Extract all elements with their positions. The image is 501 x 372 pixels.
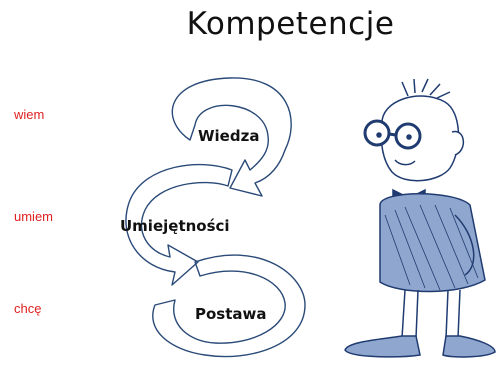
right-foot	[442, 335, 496, 358]
page-title: Kompetencje	[186, 6, 395, 42]
umiejetnosci-cycle-arrow	[125, 163, 233, 286]
cycle-label-umiejetnosci: Umiejętności	[120, 217, 230, 235]
side-label-chce: chcę	[14, 301, 42, 316]
postawa-cycle-arrow	[152, 254, 306, 358]
side-label-wiem: wiem	[14, 107, 45, 122]
thinker-figure-illustration	[344, 78, 496, 358]
wiedza-cycle-arrow	[171, 77, 292, 197]
cycle-label-wiedza: Wiedza	[198, 127, 259, 145]
figure-body	[379, 193, 486, 293]
left-foot	[344, 335, 421, 358]
side-label-umiem: umiem	[14, 209, 54, 224]
cycle-label-postawa: Postawa	[195, 305, 267, 323]
